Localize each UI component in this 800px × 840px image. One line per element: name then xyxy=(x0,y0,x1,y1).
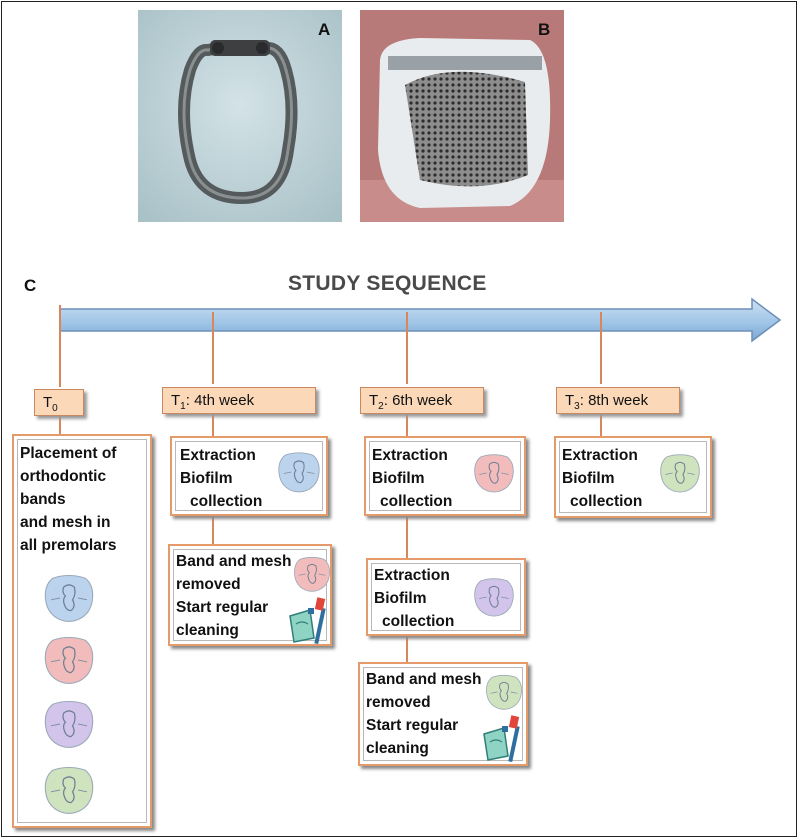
panel-letter-c: C xyxy=(24,276,37,295)
tooth-icon-red-t2 xyxy=(472,452,516,494)
t1-extraction-inner xyxy=(175,441,323,511)
toothpaste-icon-t2 xyxy=(483,726,509,761)
tooth-icon-red-t1-removed xyxy=(292,554,332,594)
t3-ex-line-2: Biofilm xyxy=(562,470,615,487)
t2-ex1-line-3: collection xyxy=(380,493,453,510)
t0-line-2: orthodontic xyxy=(20,468,107,485)
t1-ex-line-3: collection xyxy=(190,493,263,510)
connector-t0-box xyxy=(59,414,61,434)
t0-line-4: and mesh in xyxy=(20,514,111,531)
timepoint-t0-label: T0 xyxy=(34,389,84,416)
photo-b-mesh-on-tooth xyxy=(360,10,564,222)
connector-t3-box xyxy=(600,414,602,436)
t2-extraction-1-text: Extraction Biofilm collection xyxy=(372,444,452,513)
t2-rm-line-4: cleaning xyxy=(366,740,429,757)
t1-ex-line-2: Biofilm xyxy=(180,470,233,487)
panel-letter-a: A xyxy=(318,20,331,39)
t2-rm-line-1: Band and mesh xyxy=(366,671,482,688)
t2-ex1-line-2: Biofilm xyxy=(372,470,425,487)
t0-line-1: Placement of xyxy=(20,445,117,462)
connector-t2-box3 xyxy=(406,636,408,662)
t2-ex1-line-1: Extraction xyxy=(372,447,448,464)
tooth-icon-purple-t0 xyxy=(42,698,96,750)
t1-rm-line-1: Band and mesh xyxy=(176,553,292,570)
connector-t2-box2 xyxy=(406,516,408,558)
panel-letter-b: B xyxy=(538,20,551,39)
t2-ex2-line-3: collection xyxy=(382,613,455,630)
t1-removed-inner xyxy=(173,549,327,641)
t2-rm-line-2: removed xyxy=(366,694,431,711)
t2-ex2-line-1: Extraction xyxy=(374,567,450,584)
t1-ex-line-1: Extraction xyxy=(180,447,256,464)
t3-extraction-inner xyxy=(559,441,707,513)
t0-line-3: bands xyxy=(20,491,66,508)
connector-t2 xyxy=(406,312,408,384)
t0-box-inner xyxy=(17,439,147,823)
toothpaste-icon-t1 xyxy=(289,608,315,643)
t1-rm-line-4: cleaning xyxy=(176,622,239,639)
t2-extraction-2-inner xyxy=(371,563,521,631)
tooth-icon-green-t0 xyxy=(42,764,96,816)
t2-extraction-1-inner xyxy=(369,441,521,511)
tooth-icon-red-t0 xyxy=(42,634,96,686)
timepoint-t2-label: T2: 6th week xyxy=(360,387,484,414)
t3-ex-line-3: collection xyxy=(570,493,643,510)
t2-removed-text: Band and mesh removed Start regular clea… xyxy=(366,668,481,760)
t1-extraction-text: Extraction Biofilm collection xyxy=(180,444,262,513)
connector-t1 xyxy=(212,312,214,384)
t2-removed-inner xyxy=(363,667,523,761)
photo-a-orthodontic-band xyxy=(138,10,342,222)
tooth-icon-green-t3 xyxy=(658,452,702,494)
timepoint-t3-label: T3: 8th week xyxy=(556,387,680,414)
connector-t1-box xyxy=(212,414,214,436)
tooth-icon-blue-t1 xyxy=(276,450,322,494)
t1-rm-line-2: removed xyxy=(176,576,241,593)
t0-box-text: Placement of orthodontic bands and mesh … xyxy=(20,442,117,557)
t2-extraction-2-text: Extraction Biofilm collection xyxy=(374,564,454,633)
connector-t2-box xyxy=(406,414,408,436)
t2-ex2-line-2: Biofilm xyxy=(374,590,427,607)
t1-removed-text: Band and mesh removed Start regular clea… xyxy=(176,550,291,642)
toothbrush-icon-t1 xyxy=(314,597,326,645)
t0-line-5: all premolars xyxy=(20,537,117,554)
t1-rm-line-3: Start regular xyxy=(176,599,269,616)
connector-t3 xyxy=(600,312,602,384)
toothbrush-icon-t2 xyxy=(508,715,520,763)
tooth-icon-blue-t0 xyxy=(42,572,96,624)
t3-extraction-text: Extraction Biofilm collection xyxy=(562,444,642,513)
t0-placement-box: Placement of orthodontic bands and mesh … xyxy=(12,434,152,828)
tooth-icon-green-t2-removed xyxy=(484,672,524,712)
diagram-title: STUDY SEQUENCE xyxy=(288,272,487,295)
t3-ex-line-1: Extraction xyxy=(562,447,638,464)
t2-rm-line-3: Start regular xyxy=(366,717,459,734)
tooth-icon-purple-t2 xyxy=(472,576,516,618)
timeline-arrow xyxy=(59,297,782,343)
connector-t1-box2 xyxy=(212,516,214,544)
connector-t0 xyxy=(59,305,61,387)
timepoint-t1-label: T1: 4th week xyxy=(162,387,316,414)
